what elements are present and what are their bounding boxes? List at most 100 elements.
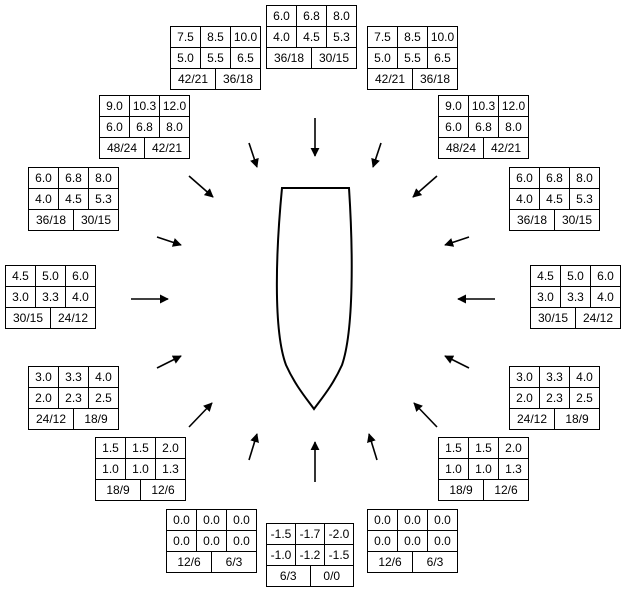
table-cell: 2.3 [58, 387, 89, 409]
table-footer-cell: 30/15 [311, 47, 357, 69]
table-footer-cell: 42/21 [367, 68, 413, 90]
table-cell: 3.0 [530, 286, 561, 308]
table-cell: 6.0 [509, 167, 540, 189]
table-cell: 4.0 [569, 366, 600, 388]
table-cell: 8.0 [326, 5, 357, 27]
wind-arrow [156, 355, 182, 369]
table-cell: 3.3 [560, 286, 591, 308]
table-cell: 1.5 [125, 437, 156, 459]
table-cell: 3.3 [58, 366, 89, 388]
table-cell: 6.0 [99, 116, 130, 138]
wind-arrow [248, 142, 259, 168]
table-cell: 3.0 [509, 366, 540, 388]
table-footer-cell: 12/6 [483, 479, 529, 501]
table-cell: 5.0 [560, 265, 591, 287]
table-cell: 10.3 [468, 95, 499, 117]
table-cell: 2.0 [155, 437, 186, 459]
table-cell: 8.0 [569, 167, 600, 189]
table-cell: 5.3 [326, 26, 357, 48]
table-cell: 0.0 [367, 530, 398, 552]
wind-arrow [444, 355, 470, 369]
table-cell: 1.0 [438, 458, 469, 480]
table-footer-cell: 30/15 [73, 209, 119, 231]
table-footer-cell: 12/6 [140, 479, 186, 501]
table-cell: 2.0 [509, 387, 540, 409]
table-footer-cell: 36/18 [215, 68, 261, 90]
table-footer-cell: 48/24 [99, 137, 145, 159]
table-cell: 0.0 [427, 530, 458, 552]
table-cell: 12.0 [498, 95, 529, 117]
table-cell: 5.0 [170, 47, 201, 69]
table-footer-cell: 12/6 [166, 551, 212, 573]
wind-arrow [248, 433, 259, 461]
wind-arrow [444, 236, 470, 247]
table-cell: 0.0 [166, 509, 197, 531]
table-cell: 6.5 [427, 47, 458, 69]
table-cell: 0.0 [397, 530, 428, 552]
table-cell: 5.5 [397, 47, 428, 69]
table-footer-cell: 24/12 [28, 408, 74, 430]
table-cell: 0.0 [196, 509, 227, 531]
table-cell: 8.0 [159, 116, 190, 138]
table-cell: 1.3 [155, 458, 186, 480]
table-cell: 6.8 [539, 167, 570, 189]
wind-arrow [188, 175, 214, 198]
table-cell: 6.0 [65, 265, 96, 287]
table-footer-cell: 18/9 [554, 408, 600, 430]
table-cell: 6.8 [129, 116, 160, 138]
table-cell: 8.0 [498, 116, 529, 138]
table-cell: 1.5 [468, 437, 499, 459]
table-footer-cell: 30/15 [554, 209, 600, 231]
table-cell: 0.0 [397, 509, 428, 531]
table-cell: 4.5 [58, 188, 89, 210]
wind-arrow [156, 236, 182, 247]
table-cell: 10.0 [427, 26, 458, 48]
table-footer-cell: 12/6 [367, 551, 413, 573]
table-cell: 4.0 [590, 286, 621, 308]
table-cell: 0.0 [226, 530, 257, 552]
table-cell: 2.5 [88, 387, 119, 409]
table-cell: 9.0 [438, 95, 469, 117]
table-cell: 5.3 [88, 188, 119, 210]
table-cell: 9.0 [99, 95, 130, 117]
table-cell: -1.2 [295, 544, 325, 566]
wind-arrow [188, 402, 213, 428]
wind-arrow [367, 433, 378, 461]
table-cell: 12.0 [159, 95, 190, 117]
table-footer-cell: 48/24 [438, 137, 484, 159]
table-cell: 2.5 [569, 387, 600, 409]
table-cell: 4.0 [266, 26, 297, 48]
table-cell: 5.3 [569, 188, 600, 210]
table-cell: 0.0 [166, 530, 197, 552]
table-footer-cell: 42/21 [144, 137, 190, 159]
table-cell: 8.5 [200, 26, 231, 48]
table-footer-cell: 18/9 [95, 479, 141, 501]
table-footer-cell: 42/21 [483, 137, 529, 159]
wind-arrow [413, 402, 438, 428]
table-footer-cell: 6/3 [412, 551, 458, 573]
table-cell: 6.0 [266, 5, 297, 27]
table-cell: 6.0 [28, 167, 59, 189]
table-cell: 4.0 [28, 188, 59, 210]
table-cell: -1.7 [295, 523, 325, 545]
table-cell: 4.5 [296, 26, 327, 48]
table-cell: 10.3 [129, 95, 160, 117]
table-cell: 5.0 [367, 47, 398, 69]
wind-arrow [371, 142, 382, 168]
table-cell: 5.0 [35, 265, 66, 287]
table-cell: -1.0 [266, 544, 296, 566]
table-cell: 1.0 [125, 458, 156, 480]
table-footer-cell: 36/18 [412, 68, 458, 90]
table-footer-cell: 36/18 [28, 209, 74, 231]
table-footer-cell: 24/12 [509, 408, 555, 430]
table-footer-cell: 36/18 [509, 209, 555, 231]
table-cell: 6.8 [296, 5, 327, 27]
table-cell: -2.0 [324, 523, 354, 545]
table-cell: 6.8 [468, 116, 499, 138]
table-cell: 2.3 [539, 387, 570, 409]
table-footer-cell: 6/3 [266, 565, 311, 587]
table-footer-cell: 30/15 [5, 307, 51, 329]
table-footer-cell: 18/9 [73, 408, 119, 430]
table-cell: 8.5 [397, 26, 428, 48]
